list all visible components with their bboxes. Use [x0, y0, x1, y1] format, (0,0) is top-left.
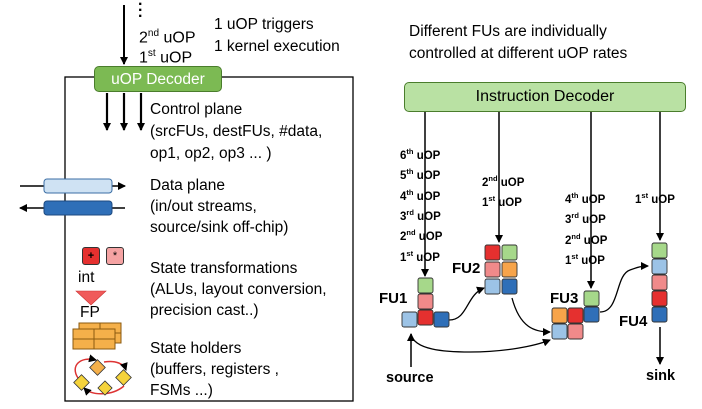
fu3-uop-stack: 4th uOP 3rd uOP 2nd uOP 1st uOP	[565, 188, 607, 269]
uop-item: 2nd uOP	[482, 174, 525, 189]
fu1-uop-stack: 6th uOP 5th uOP 4th uOP 3rd uOP 2nd uOP …	[400, 144, 442, 266]
out-stream-bar	[43, 200, 113, 216]
uop-item: 1st uOP	[400, 248, 440, 264]
state-trans-line3: precision cast..)	[150, 302, 259, 319]
sink-label: sink	[646, 368, 676, 384]
uop-item: 6th uOP	[400, 147, 441, 162]
fu2-label: FU2	[452, 260, 481, 277]
first-uop-label: 1st uOP	[139, 48, 193, 67]
state-trans-title: State transformations	[150, 260, 298, 277]
int-mul-icon: *	[106, 247, 124, 265]
fu3-label: FU3	[550, 290, 579, 307]
uop-decoder-label: uOP Decoder	[111, 70, 205, 88]
fu4-uop-stack: 1st uOP	[635, 188, 675, 208]
uop-item: 3rd uOP	[565, 211, 606, 227]
caption-line2: controlled at different uOP rates	[409, 45, 628, 62]
fp-label: FP	[80, 304, 100, 321]
fu4-cells	[651, 242, 668, 323]
caption-line1: Different FUs are individually	[409, 23, 607, 40]
trigger-line2: 1 kernel execution	[214, 38, 340, 55]
trigger-line1: 1 uOP triggers	[214, 16, 314, 33]
data-plane-line3: source/sink off-chip)	[150, 219, 289, 236]
data-plane-title: Data plane	[150, 177, 225, 194]
control-plane-line3: op1, op2, op3 ... )	[150, 145, 272, 162]
instruction-decoder-label: Instruction Decoder	[475, 88, 615, 105]
state-holders-line3: FSMs ...)	[150, 382, 213, 399]
fu2-cells	[484, 244, 518, 295]
fsm-icon	[73, 354, 132, 396]
buffer-stack-icon	[72, 322, 122, 350]
instruction-decoder-box: Instruction Decoder	[404, 82, 686, 112]
int-label: int	[78, 269, 95, 286]
uop-item: 1st uOP	[482, 194, 522, 210]
fu1-cells	[401, 277, 450, 328]
in-stream-bar	[43, 178, 113, 194]
uop-item: 4th uOP	[400, 187, 441, 203]
uop-item: 4th uOP	[565, 191, 606, 206]
uop-item: 2nd uOP	[565, 231, 608, 247]
uop-item: 2nd uOP	[400, 228, 443, 244]
second-uop-label: 2nd uOP	[139, 28, 196, 47]
state-holders-title: State holders	[150, 340, 242, 357]
control-plane-title: Control plane	[150, 101, 243, 118]
fu2-uop-stack: 2nd uOP 1st uOP	[482, 171, 524, 212]
data-plane-line2: (in/out streams,	[150, 198, 257, 215]
uop-item: 5th uOP	[400, 167, 441, 183]
uop-decoder-box: uOP Decoder	[94, 66, 222, 92]
state-trans-line2: (ALUs, layout conversion,	[150, 281, 327, 298]
state-holders-line2: (buffers, registers ,	[150, 361, 279, 378]
fu1-label: FU1	[379, 290, 408, 307]
control-plane-line2: (srcFUs, destFUs, #data,	[150, 123, 323, 140]
uop-item: 1st uOP	[635, 191, 675, 206]
int-add-icon: +	[82, 247, 100, 265]
uop-item: 3rd uOP	[400, 207, 441, 223]
source-label: source	[386, 370, 434, 386]
ellipsis-dots: ...	[138, 0, 143, 21]
uop-item: 1st uOP	[565, 251, 605, 267]
fp-triangle	[75, 290, 107, 306]
fu4-label: FU4	[619, 313, 648, 330]
fu3-cells	[551, 290, 600, 340]
